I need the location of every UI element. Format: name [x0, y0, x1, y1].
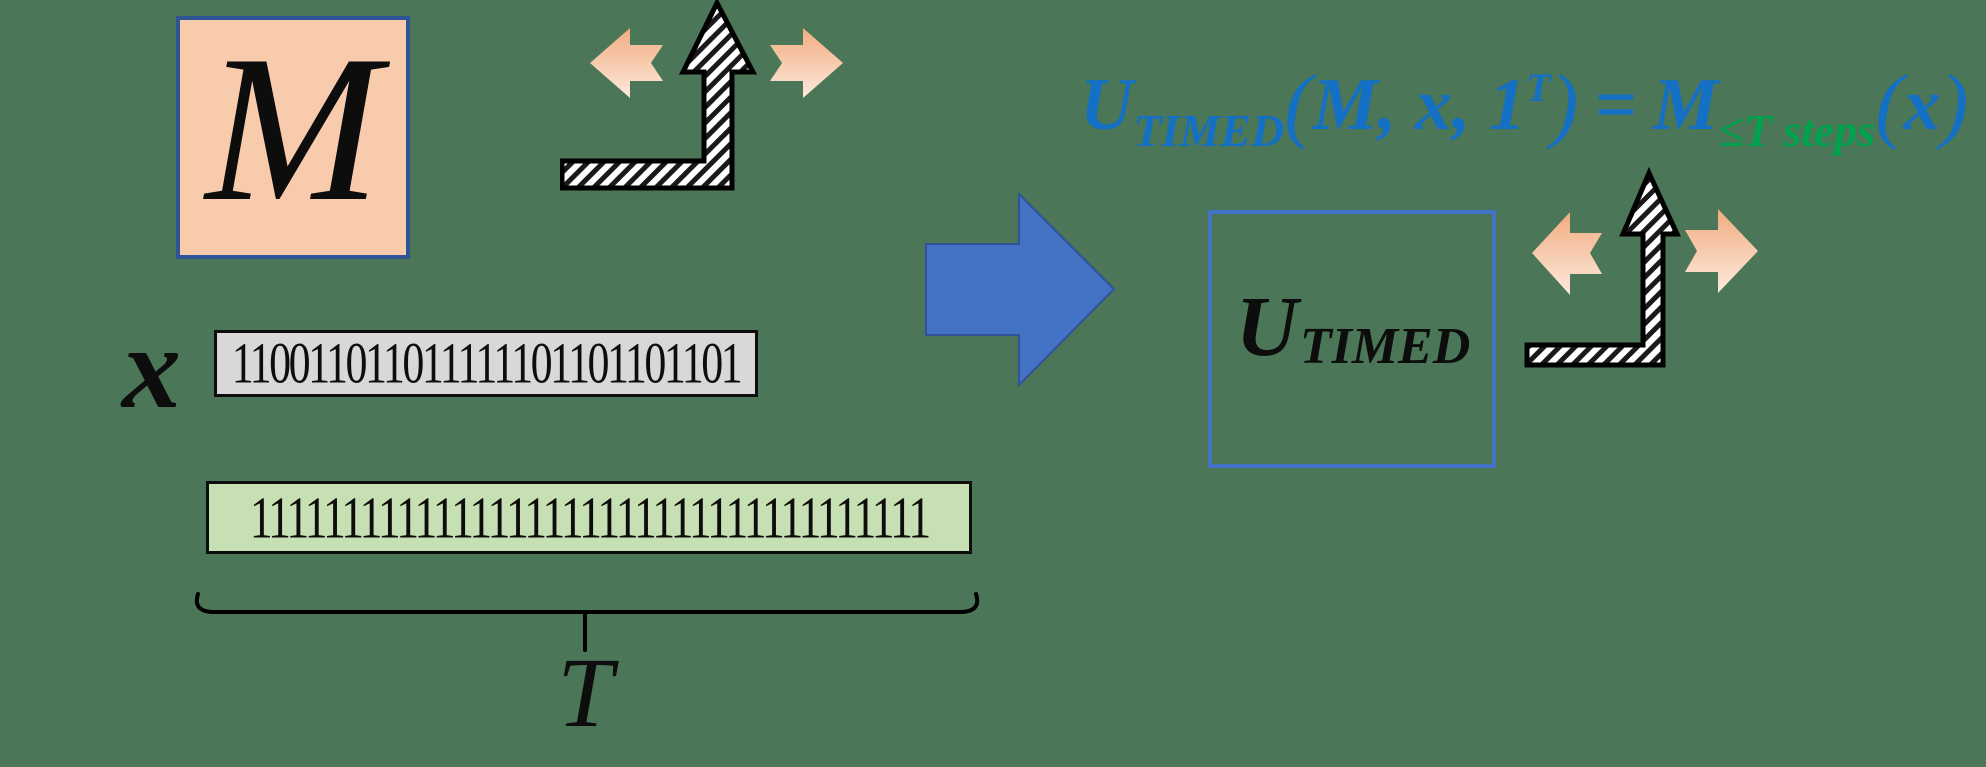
formula-args: M, x, 1: [1312, 64, 1527, 146]
formula-rhs-subscript: ≤T steps: [1718, 105, 1876, 156]
machine-label: M: [205, 12, 381, 245]
formula-rhs-arg: x: [1903, 64, 1941, 146]
input-label: x: [122, 302, 181, 433]
time-bound-label: T: [557, 637, 613, 748]
move-right-arrow-icon: [1685, 209, 1758, 293]
input-tape-box: 110011011011111101101101101: [214, 330, 758, 397]
move-left-arrow-icon: [590, 28, 663, 98]
utimed-base-label: U: [1235, 278, 1298, 374]
formula: UTIMED(M, x, 1T)=M≤T steps(x): [1080, 42, 1968, 176]
time-tape-bits: 1111111111111111111111111111111111111: [249, 484, 932, 551]
utimed-subscript-label: TIMED: [1299, 317, 1471, 375]
formula-rhs-lparen: (: [1875, 58, 1904, 151]
input-tape-bits: 110011011011111101101101101: [231, 331, 743, 396]
tape-head-arrows-left-group: [560, 0, 843, 191]
tape-head-bent-arrow-icon: [560, 0, 758, 191]
machine-box: M: [176, 16, 410, 259]
formula-rhs-base: M: [1652, 64, 1719, 146]
formula-lhs-subscript: TIMED: [1133, 105, 1285, 156]
tape-head-bent-arrow-icon: [1524, 166, 1681, 368]
move-right-arrow-icon: [770, 28, 843, 98]
formula-lparen: (: [1284, 58, 1313, 151]
underbrace-icon: [194, 592, 980, 652]
transform-arrow-icon: [925, 192, 1116, 388]
formula-lhs-base: U: [1080, 64, 1134, 146]
formula-superscript: T: [1526, 65, 1551, 110]
formula-rparen: ): [1550, 58, 1579, 151]
formula-rhs-rparen: ): [1940, 58, 1969, 151]
tape-head-arrows-right-group: [1524, 166, 1758, 368]
move-left-arrow-icon: [1532, 212, 1602, 295]
formula-equals: =: [1594, 64, 1637, 146]
time-tape-box: 1111111111111111111111111111111111111: [206, 481, 972, 554]
